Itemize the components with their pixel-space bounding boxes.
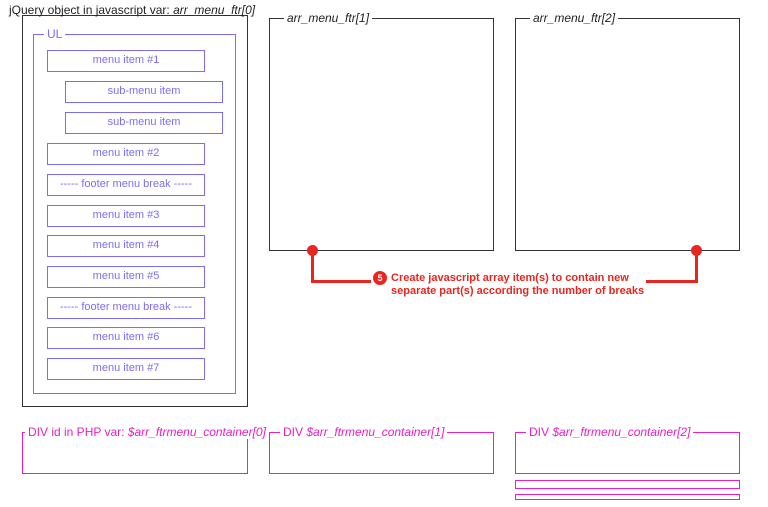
menu-item: menu item #4 xyxy=(47,235,205,257)
connector-line-left-vertical xyxy=(311,250,314,283)
div-container-0-label: DIV id in PHP var: $arr_ftrmenu_containe… xyxy=(25,425,269,439)
array-box-1 xyxy=(269,18,494,251)
ul-container xyxy=(33,34,236,394)
menu-item: menu item #6 xyxy=(47,327,205,349)
annotation-line-1: Create javascript array item(s) to conta… xyxy=(391,271,629,284)
connector-line-left-horizontal xyxy=(311,280,371,283)
div-container-2-extra-2 xyxy=(515,494,740,500)
annotation-line-2: separate part(s) according the number of… xyxy=(391,285,645,297)
div-container-1-label: DIV $arr_ftrmenu_container[1] xyxy=(280,425,448,439)
annotation-text: 5 Create javascript array item(s) to cont… xyxy=(373,271,644,297)
connector-line-right-horizontal xyxy=(646,280,698,283)
footer-menu-break: ----- footer menu break ----- xyxy=(47,174,205,196)
sub-menu-item: sub-menu item xyxy=(65,112,223,134)
div-container-2-extra-1 xyxy=(515,480,740,489)
menu-item: menu item #7 xyxy=(47,358,205,380)
jquery-object-box xyxy=(22,15,248,407)
step-number-badge: 5 xyxy=(373,271,387,285)
array-box-2 xyxy=(515,18,740,251)
sub-menu-item: sub-menu item xyxy=(65,81,223,103)
menu-item: menu item #3 xyxy=(47,205,205,227)
array-box-1-label: arr_menu_ftr[1] xyxy=(284,11,373,25)
connector-line-right-vertical xyxy=(695,250,698,283)
footer-menu-break: ----- footer menu break ----- xyxy=(47,297,205,319)
jquery-object-label: jQuery object in javascript var: arr_men… xyxy=(9,3,256,17)
array-box-2-label: arr_menu_ftr[2] xyxy=(530,11,619,25)
ul-label: UL xyxy=(44,27,66,41)
menu-item: menu item #5 xyxy=(47,266,205,288)
div-container-2-label: DIV $arr_ftrmenu_container[2] xyxy=(526,425,694,439)
menu-item: menu item #1 xyxy=(47,50,205,72)
menu-item: menu item #2 xyxy=(47,143,205,165)
